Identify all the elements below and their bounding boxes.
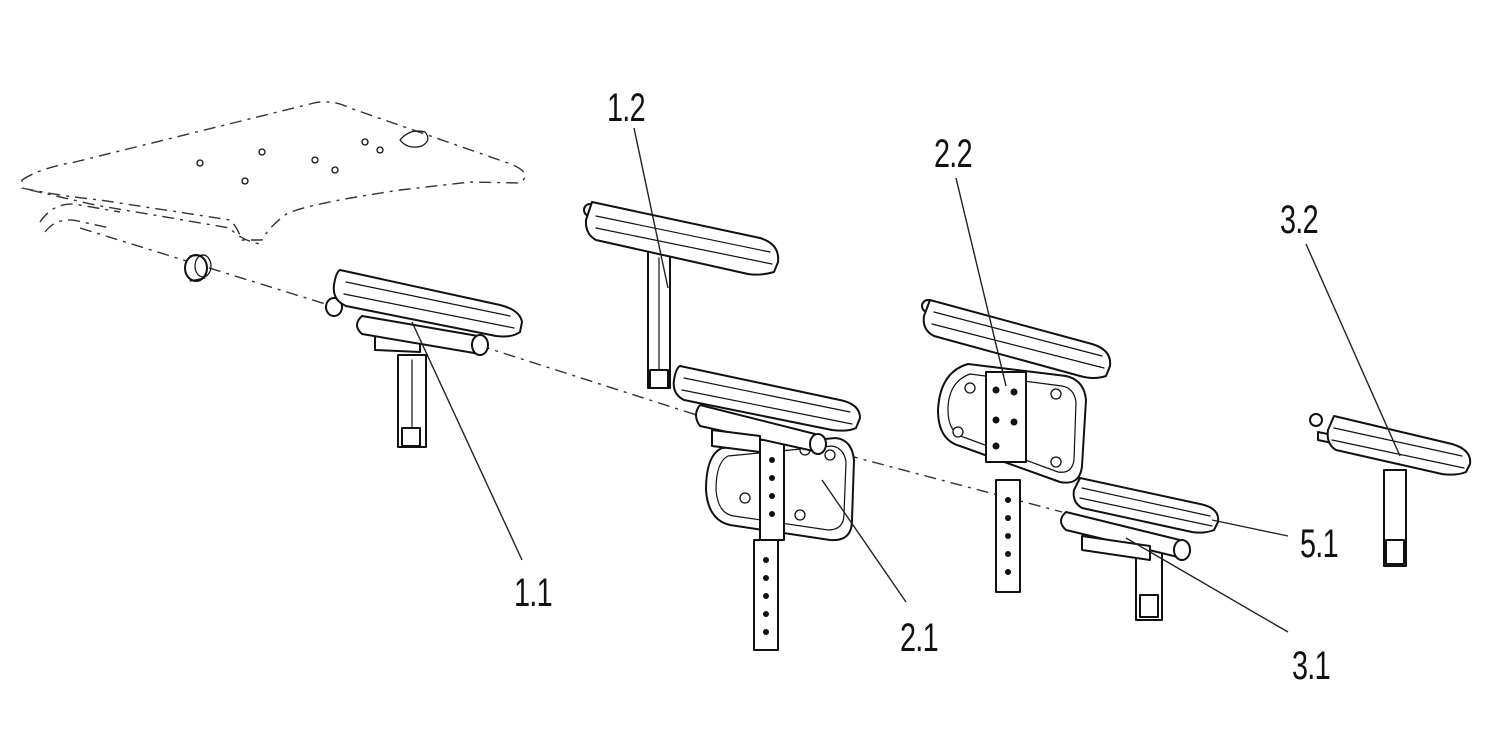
callout-1-1: 1.1 (514, 571, 553, 615)
armrest-2-1 (672, 365, 861, 651)
seat-plate-phantom (21, 101, 526, 245)
leader-2-1 (821, 479, 907, 603)
armrest-3-2-pad (1326, 415, 1472, 476)
assembly-axis-lines (79, 227, 1063, 513)
leader-2-2 (955, 177, 1007, 387)
armrest-2-1-pad (672, 365, 861, 432)
callout-1-2: 1.2 (607, 86, 646, 130)
armrest-1-2-pad (584, 201, 780, 276)
armrest-3-1 (1060, 477, 1220, 621)
leader-1-1 (411, 321, 523, 561)
callout-2-1: 2.1 (900, 616, 939, 660)
spacer-ring (325, 297, 343, 317)
armrest-3-1-pad (1072, 477, 1220, 534)
armrest-1-1 (332, 269, 523, 448)
socket-ring (184, 254, 212, 282)
callout-3-1: 3.1 (1292, 644, 1331, 688)
callout-3-2: 3.2 (1280, 198, 1319, 242)
leader-3-1 (1125, 537, 1289, 633)
callout-5-1: 5.1 (1300, 522, 1339, 566)
leader-lines (411, 127, 1401, 633)
leader-1-2 (633, 127, 669, 289)
armrest-2-2-pad (922, 299, 1112, 379)
armrest-2-2 (921, 299, 1112, 593)
callout-2-2: 2.2 (934, 132, 973, 176)
leader-3-2 (1305, 243, 1401, 457)
armrest-1-2 (583, 201, 780, 389)
armrest-3-2 (1309, 413, 1472, 567)
leader-5-1 (1211, 519, 1289, 537)
